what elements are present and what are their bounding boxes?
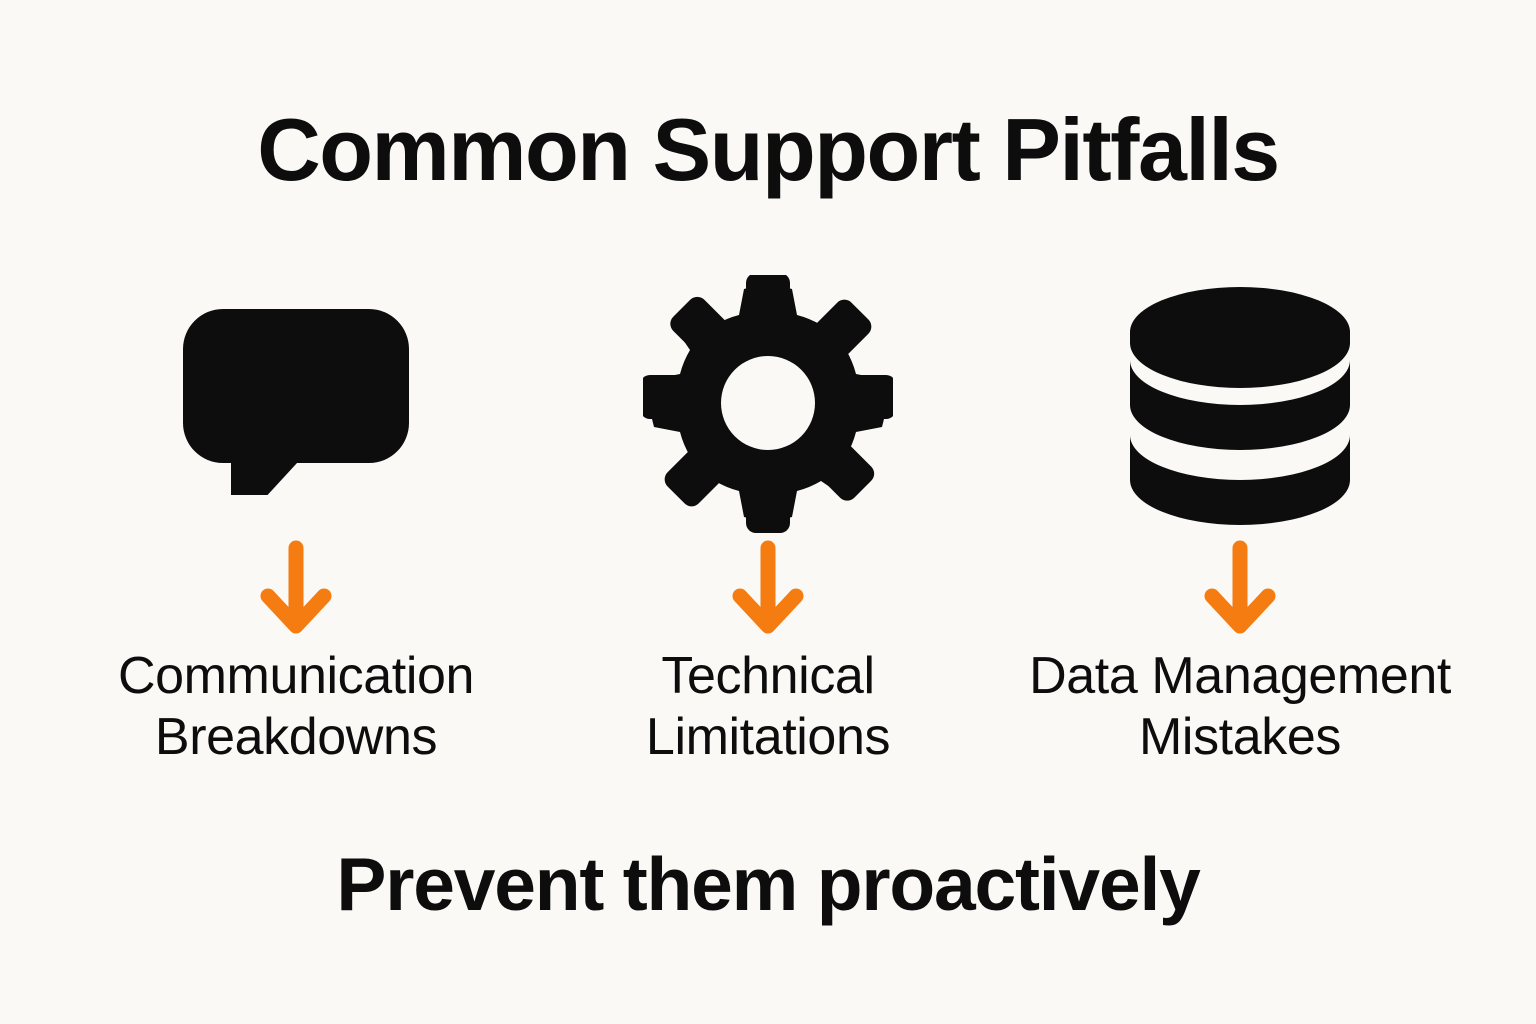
speech-bubble-icon — [171, 275, 421, 530]
pitfall-label-technical: Technical Limitations — [645, 647, 891, 766]
page-title: Common Support Pitfalls — [257, 100, 1280, 199]
pitfall-label-data: Data Management Mistakes — [1029, 647, 1451, 766]
pitfall-column-technical: Technical Limitations — [542, 275, 994, 768]
pitfall-columns: Communication Breakdowns — [70, 275, 1466, 815]
footer-tagline: Prevent them proactively — [336, 842, 1200, 926]
pitfall-label-communication: Communication Breakdowns — [117, 647, 475, 766]
gear-icon — [643, 275, 893, 533]
database-icon — [1115, 275, 1365, 530]
down-arrow-icon-communication — [256, 534, 336, 642]
pitfall-column-data: Data Management Mistakes — [1014, 275, 1466, 768]
down-arrow-icon-data — [1200, 534, 1280, 642]
pitfall-column-communication: Communication Breakdowns — [70, 275, 522, 768]
down-arrow-icon-technical — [728, 534, 808, 642]
